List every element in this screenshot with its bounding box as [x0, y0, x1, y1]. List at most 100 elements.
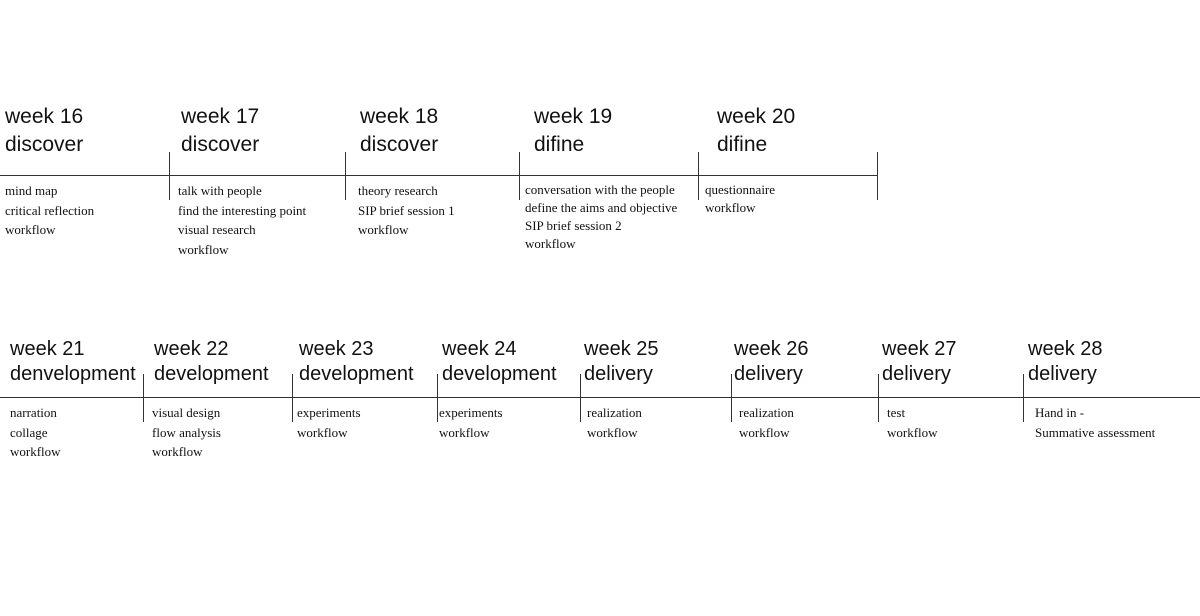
week-27-tasks: test workflow: [887, 403, 938, 442]
week-25-heading: week 25 delivery: [584, 337, 659, 387]
timeline-row-1-tick: [698, 152, 699, 200]
task-item: SIP brief session 1: [358, 202, 455, 218]
task-item: visual research: [178, 222, 256, 237]
week-21-heading: week 21 denvelopment: [10, 337, 136, 387]
task-item: critical reflection: [5, 202, 95, 218]
task-item: mind map: [5, 183, 58, 198]
phase-label: development: [154, 363, 269, 385]
task-item: workflow: [739, 424, 790, 440]
week-21-tasks: narration collage workflow: [10, 403, 61, 462]
week-18-heading: week 18 discover: [360, 103, 438, 159]
task-item: SIP brief session 2: [525, 218, 622, 233]
timeline-row-1-tick: [877, 152, 878, 200]
task-item: theory research: [358, 183, 438, 198]
week-16-tasks: mind map critical reflection workflow: [5, 181, 94, 240]
task-item: realization: [739, 405, 794, 420]
task-item: narration: [10, 405, 57, 420]
week-17-tasks: talk with people find the interesting po…: [178, 181, 306, 259]
task-item: conversation with the people: [525, 182, 675, 197]
task-item: workflow: [525, 236, 576, 251]
timeline-row-2-tick: [437, 374, 438, 422]
week-label: week 21: [10, 338, 85, 360]
phase-label: difine: [534, 133, 585, 156]
week-label: week 16: [5, 105, 84, 128]
phase-label: delivery: [882, 363, 951, 385]
task-item: workflow: [887, 424, 938, 440]
phase-label: difine: [717, 133, 768, 156]
task-item: experiments: [439, 405, 503, 420]
task-item: find the interesting point: [178, 202, 307, 218]
task-item: workflow: [297, 424, 348, 440]
timeline-row-2-tick: [143, 374, 144, 422]
timeline-row-1-tick: [519, 152, 520, 200]
timeline-row-1-line: [0, 175, 878, 176]
week-26-heading: week 26 delivery: [734, 337, 809, 387]
phase-label: delivery: [584, 363, 653, 385]
task-item: workflow: [5, 222, 56, 237]
phase-label: delivery: [734, 363, 803, 385]
week-label: week 20: [717, 105, 796, 128]
timeline-row-1-tick: [169, 152, 170, 200]
phase-label: discover: [181, 133, 260, 156]
task-item: workflow: [587, 424, 638, 440]
week-20-tasks: questionnaire workflow: [705, 181, 775, 217]
phase-label: discover: [5, 133, 84, 156]
week-label: week 26: [734, 338, 809, 360]
phase-label: development: [442, 363, 557, 385]
task-item: Hand in -: [1035, 405, 1085, 420]
task-item: workflow: [439, 424, 490, 440]
timeline-row-2-tick: [292, 374, 293, 422]
week-label: week 22: [154, 338, 229, 360]
task-item: define the aims and objective: [525, 200, 678, 215]
week-19-tasks: conversation with the people define the …: [525, 181, 677, 253]
week-label: week 17: [181, 105, 260, 128]
week-label: week 18: [360, 105, 439, 128]
timeline-row-2-tick: [580, 374, 581, 422]
timeline-row-2-tick: [731, 374, 732, 422]
task-item: workflow: [358, 222, 409, 237]
week-26-tasks: realization workflow: [739, 403, 794, 442]
week-20-heading: week 20 difine: [717, 103, 795, 159]
week-28-heading: week 28 delivery: [1028, 337, 1103, 387]
week-22-heading: week 22 development: [154, 337, 269, 387]
week-label: week 25: [584, 338, 659, 360]
phase-label: discover: [360, 133, 439, 156]
week-23-heading: week 23 development: [299, 337, 414, 387]
task-item: test: [887, 405, 906, 420]
week-label: week 19: [534, 105, 613, 128]
week-label: week 23: [299, 338, 374, 360]
timeline-row-2-line: [0, 397, 1200, 398]
task-item: workflow: [178, 241, 229, 257]
task-item: workflow: [705, 200, 756, 215]
timeline-row-2-tick: [1023, 374, 1024, 422]
task-item: workflow: [10, 444, 61, 459]
week-label: week 27: [882, 338, 957, 360]
task-item: collage: [10, 424, 48, 440]
week-22-tasks: visual design flow analysis workflow: [152, 403, 221, 462]
week-19-heading: week 19 difine: [534, 103, 612, 159]
week-18-tasks: theory research SIP brief session 1 work…: [358, 181, 455, 240]
week-27-heading: week 27 delivery: [882, 337, 957, 387]
task-item: Summative assessment: [1035, 424, 1156, 440]
timeline-row-2-tick: [878, 374, 879, 422]
week-label: week 24: [442, 338, 517, 360]
week-17-heading: week 17 discover: [181, 103, 259, 159]
week-23-tasks: experiments workflow: [297, 403, 361, 442]
task-item: workflow: [152, 444, 203, 459]
week-label: week 28: [1028, 338, 1103, 360]
task-item: questionnaire: [705, 182, 776, 197]
phase-label: delivery: [1028, 363, 1097, 385]
week-28-tasks: Hand in - Summative assessment: [1035, 403, 1155, 442]
task-item: realization: [587, 405, 642, 420]
task-item: visual design: [152, 405, 221, 420]
task-item: talk with people: [178, 183, 262, 198]
timeline-row-1-tick: [345, 152, 346, 200]
task-item: experiments: [297, 405, 361, 420]
week-24-heading: week 24 development: [442, 337, 557, 387]
week-25-tasks: realization workflow: [587, 403, 642, 442]
phase-label: denvelopment: [10, 363, 136, 385]
phase-label: development: [299, 363, 414, 385]
week-16-heading: week 16 discover: [5, 103, 83, 159]
task-item: flow analysis: [152, 424, 221, 440]
